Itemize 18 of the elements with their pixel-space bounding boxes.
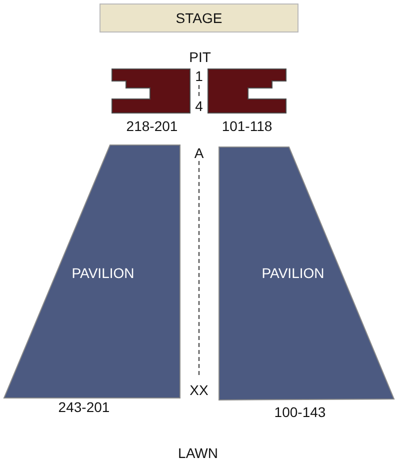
area-label: PIT xyxy=(189,49,211,65)
pit-section xyxy=(208,69,286,113)
pavilion-section xyxy=(219,147,395,400)
row-label: XX xyxy=(190,382,208,398)
section-label: PAVILION xyxy=(72,265,134,281)
pavilion-section xyxy=(4,145,180,398)
row-label: 1 xyxy=(195,68,203,84)
stage-label: STAGE xyxy=(176,10,222,26)
row-label: 4 xyxy=(195,98,203,114)
area-label: LAWN xyxy=(178,445,218,461)
section-label: PAVILION xyxy=(262,265,324,281)
seat-range-label: 218-201 xyxy=(126,118,178,134)
seat-range-label: 243-201 xyxy=(58,399,110,415)
pit-section xyxy=(112,69,190,113)
row-label: A xyxy=(194,145,204,161)
seat-range-label: 100-143 xyxy=(274,404,326,420)
seat-range-label: 101-118 xyxy=(222,118,272,134)
stage-box xyxy=(100,4,298,32)
